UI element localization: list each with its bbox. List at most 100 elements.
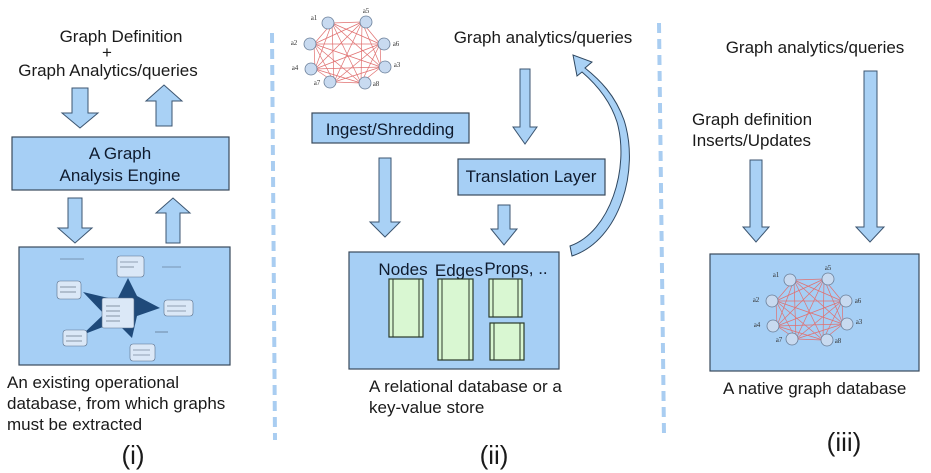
ingest-shredding-box (311, 112, 470, 144)
middle-caption-1: A relational database or a (369, 377, 562, 396)
middle-caption-2: key-value store (369, 398, 484, 417)
curved-return-arrow-icon (569, 54, 630, 257)
graph-edge (331, 22, 362, 84)
graph-edge (333, 21, 363, 83)
graph-node-label: a6 (855, 297, 862, 305)
graph-edge (795, 278, 825, 340)
graph-node-a1 (783, 273, 797, 287)
graph-node-a1 (321, 16, 335, 30)
arrow-down-icon (489, 204, 519, 246)
graph-analysis-engine-box (11, 136, 230, 191)
graph-edge (333, 43, 381, 83)
graph-edge (795, 323, 844, 340)
graph-edge (793, 278, 825, 281)
graph-edge (331, 22, 382, 68)
graph-edge (313, 43, 382, 68)
graph-node-a6 (377, 37, 391, 51)
graph-edge (793, 279, 824, 341)
graph-edge (793, 279, 844, 325)
divider-right (657, 22, 666, 436)
left-caption-2: database, from which graphs (7, 394, 225, 413)
right-def-label-1: Graph definition (692, 110, 812, 129)
graph-node-label: a4 (754, 321, 761, 329)
graph-node-label: a8 (373, 80, 380, 88)
arrow-down-icon (368, 157, 402, 238)
graph-edge (775, 300, 844, 325)
arrow-down-icon (741, 159, 771, 243)
graph-node-a4 (304, 62, 318, 76)
store-col-edges-label: Edges (435, 261, 483, 280)
graph-edge (776, 300, 843, 327)
graph-edge (331, 22, 335, 83)
graph-node-a8 (358, 76, 372, 90)
graph-node-label: a1 (773, 271, 780, 279)
edges-table-icon (437, 278, 474, 361)
graph-node-a7 (323, 75, 337, 89)
graph-node-a8 (820, 333, 834, 347)
translation-layer-label: Translation Layer (466, 167, 597, 186)
graph-edge (776, 325, 824, 341)
graph-edge (360, 21, 363, 84)
graph-node-label: a7 (314, 79, 321, 87)
graph-edge (776, 323, 844, 327)
graph-edge (313, 43, 362, 84)
graph-edge (822, 278, 825, 341)
graph-node-label: a4 (292, 64, 299, 72)
graph-edge (331, 22, 381, 45)
graph-edge (314, 68, 362, 84)
graph-edge (795, 338, 824, 341)
divider-left (270, 32, 277, 441)
graph-edge (822, 300, 843, 341)
graph-edge (333, 81, 362, 84)
panel-iii-label: (iii) (827, 427, 862, 457)
graph-node-label: a7 (776, 336, 783, 344)
arrow-down-icon (56, 197, 94, 244)
graph-edge (314, 66, 382, 70)
native-graph-db-box (709, 253, 920, 372)
graph-edge (823, 278, 844, 325)
graph-edge (775, 300, 824, 341)
graph-node-label: a2 (753, 296, 760, 304)
left-top-label-2: Graph Analytics/queries (18, 61, 198, 80)
graph-node-a4 (766, 319, 780, 333)
graph-node-label: a2 (291, 39, 298, 47)
arrow-down-icon (512, 68, 538, 145)
store-col-props-label: Props, .. (484, 259, 547, 278)
graph-edge (333, 66, 382, 83)
middle-query-label: Graph analytics/queries (454, 28, 633, 47)
graph-node-label: a3 (394, 61, 401, 69)
graph-node-a6 (839, 294, 853, 308)
graph-node-label: a1 (311, 14, 318, 22)
graph-edge (776, 279, 795, 327)
graph-node-a5 (821, 272, 835, 286)
store-col-nodes-label: Nodes (378, 260, 427, 279)
props-table-2-icon (489, 322, 525, 361)
graph-edge (314, 22, 333, 70)
panel-i: Graph Definition + Graph Analytics/queri… (7, 27, 231, 470)
translation-layer-box (457, 158, 606, 196)
graph-node-a7 (785, 332, 799, 346)
arrow-up-icon (144, 84, 184, 127)
graph-edge (793, 279, 797, 340)
right-query-label: Graph analytics/queries (726, 38, 905, 57)
panel-ii-label: (ii) (480, 440, 509, 470)
graph-node-label: a8 (835, 337, 842, 345)
left-caption-3: must be extracted (7, 415, 142, 434)
right-caption: A native graph database (723, 379, 906, 398)
star-schema-image (18, 246, 231, 366)
graph-node-a3 (378, 60, 392, 74)
graph-edge (793, 279, 843, 302)
engine-box-label-2: Analysis Engine (60, 166, 181, 185)
graph-edge (313, 21, 363, 45)
graph-node-label: a5 (825, 264, 832, 272)
arrow-down-icon (854, 70, 886, 243)
engine-box-label-1: A Graph (89, 144, 151, 163)
graph-node-a3 (840, 317, 854, 331)
nodes-table-icon (388, 278, 424, 338)
graph-node-a2 (303, 37, 317, 51)
graph-node-a2 (765, 294, 779, 308)
graph-edge (775, 278, 825, 302)
